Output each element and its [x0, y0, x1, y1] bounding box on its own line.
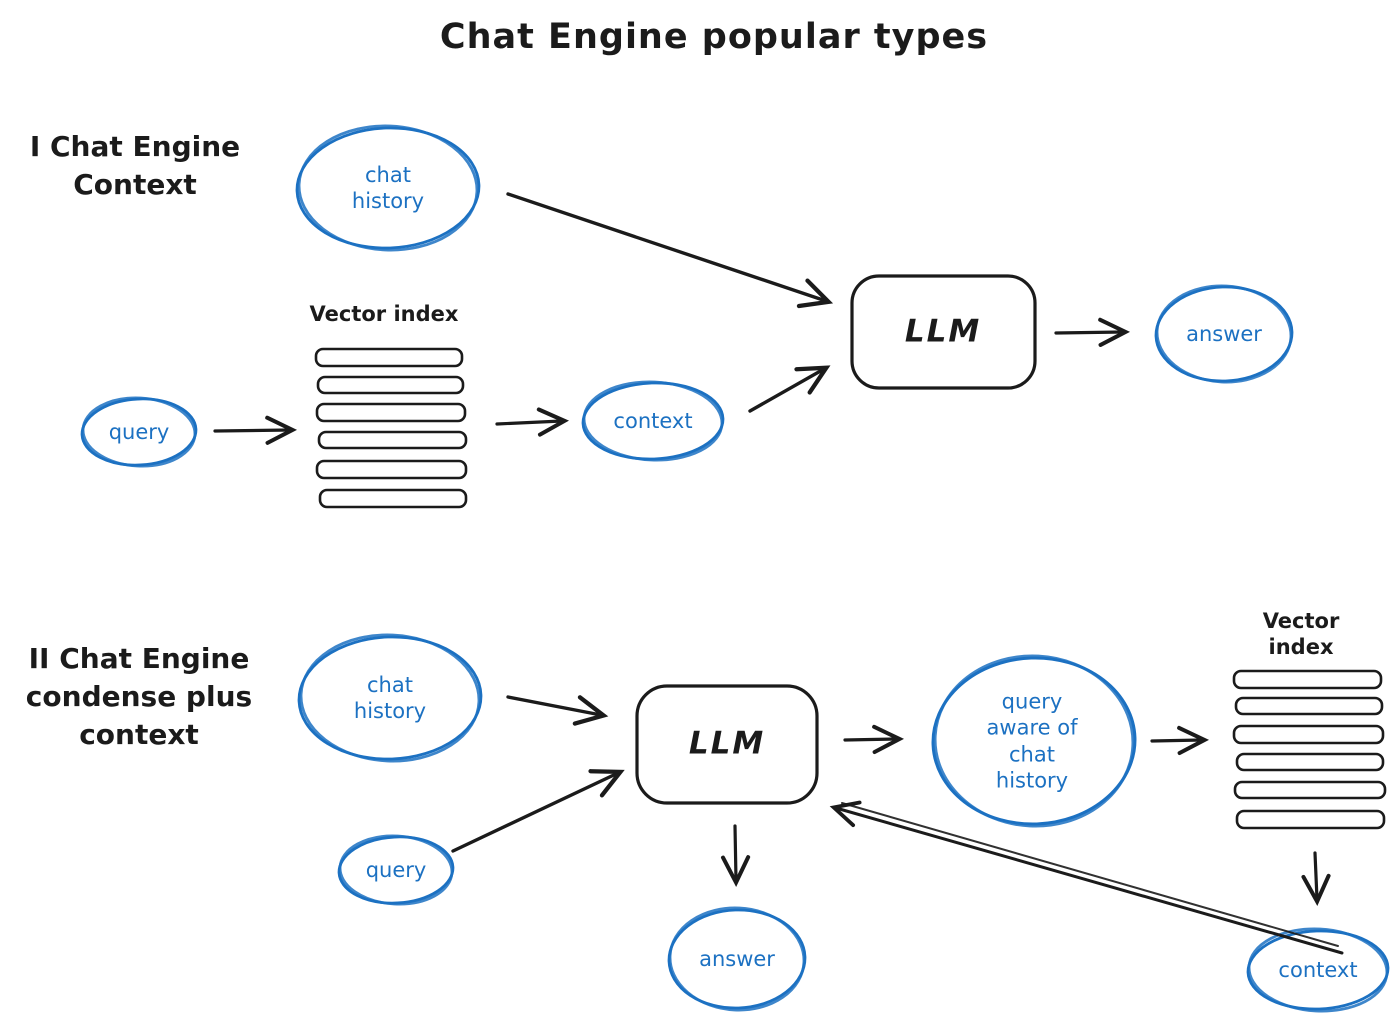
vector-row [1235, 752, 1385, 772]
chat-history-label-1: chat history [351, 162, 425, 213]
llm-box-2 [635, 684, 819, 805]
llm-box-1 [850, 274, 1037, 390]
context-node-2 [1246, 927, 1390, 1013]
query-label-1: query [108, 419, 170, 444]
context-label-2: context [1278, 957, 1358, 982]
vector-row [317, 430, 468, 450]
vector-row [1235, 809, 1386, 830]
answer-node-1 [1154, 284, 1294, 384]
arrow-context-to-llm-1 [748, 365, 831, 413]
vector-row [318, 488, 468, 509]
chat-history-label-2: chat history [353, 672, 427, 723]
chat-history-node-1 [295, 124, 481, 252]
vector-row [1232, 669, 1383, 690]
arrow-llm-to-query-aware [843, 724, 905, 755]
vector-row [315, 459, 468, 480]
chat-history-node-2 [297, 633, 483, 763]
query-label-2: query [365, 857, 427, 882]
arrow-query-to-llm-2 [451, 769, 625, 853]
context-node-1 [581, 380, 725, 462]
vector-row [1233, 780, 1387, 800]
arrow-vector-index-to-context-1 [495, 407, 570, 437]
vector-index-stack-1 [314, 347, 468, 509]
arrow-llm-to-answer-1 [1054, 317, 1131, 347]
llm-label-1: LLM [904, 313, 982, 350]
arrow-query-aware-to-vector-index [1150, 725, 1210, 756]
answer-label-2: answer [699, 946, 775, 971]
vector-row [314, 347, 464, 368]
llm-label-2: LLM [688, 725, 766, 762]
query-node-2 [337, 834, 455, 906]
arrow-chat-history-to-llm-1 [506, 192, 834, 309]
vector-row [1234, 696, 1384, 716]
vector-row [315, 402, 467, 423]
query-aware-label: query aware of chat history [986, 689, 1078, 793]
section1-heading: I Chat Engine Context [29, 130, 241, 201]
vector-index-stack-2 [1232, 669, 1387, 830]
query-aware-node [931, 654, 1137, 828]
arrow-query-to-vector-index-1 [213, 415, 298, 445]
diagram-title: Chat Engine popular types [439, 17, 989, 58]
query-node-1 [80, 396, 198, 468]
vector-row [1232, 724, 1385, 745]
vector-row [316, 375, 465, 395]
vector-index-label-2: Vector index [1262, 608, 1340, 659]
vector-index-label-1: Vector index [309, 301, 459, 326]
arrow-vector-index-to-context-2 [1301, 851, 1331, 907]
arrow-llm-to-answer-2 [721, 824, 751, 888]
answer-node-2 [667, 906, 807, 1012]
arrow-chat-history-to-llm-2 [506, 695, 609, 726]
section2-heading: II Chat Engine condense plus context [25, 642, 253, 751]
answer-label-1: answer [1186, 321, 1262, 346]
arrow-context-to-llm-2-sketchline [841, 802, 1339, 947]
arrow-context-to-llm-2 [829, 800, 1344, 955]
context-label-1: context [613, 408, 693, 433]
